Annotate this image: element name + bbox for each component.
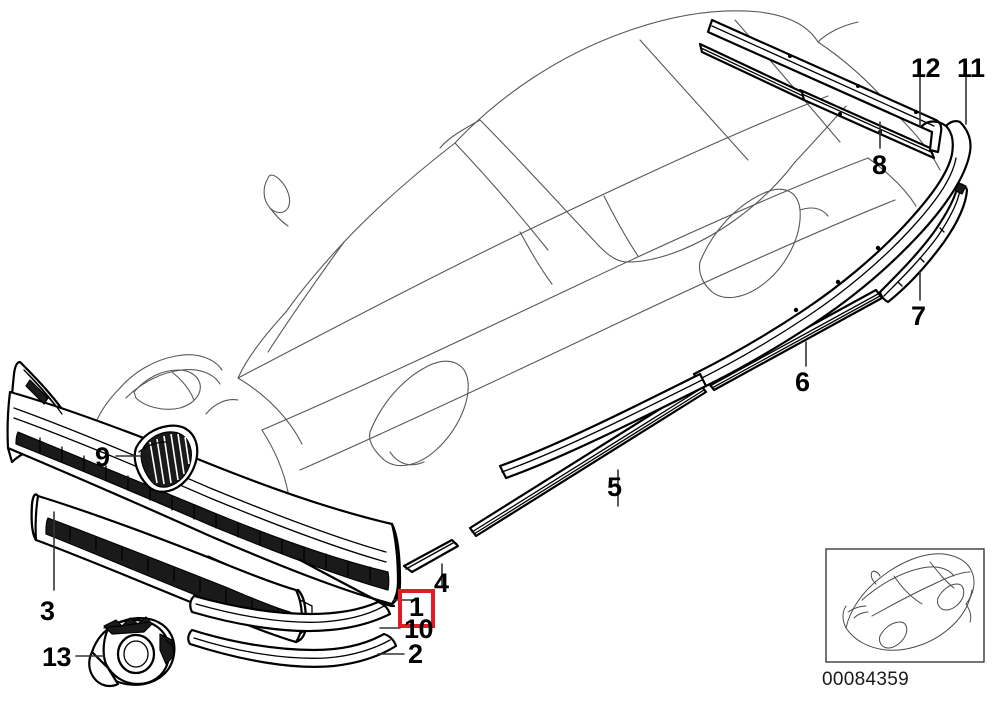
- part-label-11[interactable]: 11: [957, 53, 985, 83]
- part-kidney-grille: [133, 424, 199, 493]
- part-bumper-lower-trim: [189, 594, 392, 633]
- part-label-2[interactable]: 2: [408, 639, 423, 669]
- part-label-1[interactable]: 1: [398, 589, 435, 628]
- part-label-9[interactable]: 9: [95, 442, 110, 472]
- part-label-5[interactable]: 5: [607, 472, 622, 502]
- part-label-4[interactable]: 4: [434, 568, 449, 598]
- part-label-8[interactable]: 8: [872, 150, 887, 180]
- part-short-trim-strip: [402, 538, 460, 574]
- part-upper-moulding-inner: [698, 42, 936, 160]
- part-outer-moulding: [498, 120, 972, 480]
- vehicle-body-outline: [91, 10, 941, 493]
- part-lower-moulding: [187, 628, 398, 668]
- part-label-10[interactable]: 10: [404, 614, 434, 644]
- part-label-3[interactable]: 3: [40, 596, 55, 626]
- part-label-7[interactable]: 7: [911, 301, 926, 331]
- part-fog-lamp: [88, 616, 176, 688]
- part-label-12[interactable]: 12: [911, 53, 941, 83]
- part-mid-moulding: [706, 18, 943, 154]
- leader-lines: [53, 73, 967, 657]
- inset-thumbnail: [825, 548, 985, 663]
- part-rocker-trim-front: [468, 382, 708, 538]
- inset-vehicle-sketch: [842, 553, 975, 651]
- part-label-13[interactable]: 13: [42, 642, 72, 672]
- figure-number-caption: 00084359: [822, 669, 909, 690]
- part-label-6[interactable]: 6: [795, 367, 810, 397]
- part-front-bumper-panel: [6, 360, 402, 608]
